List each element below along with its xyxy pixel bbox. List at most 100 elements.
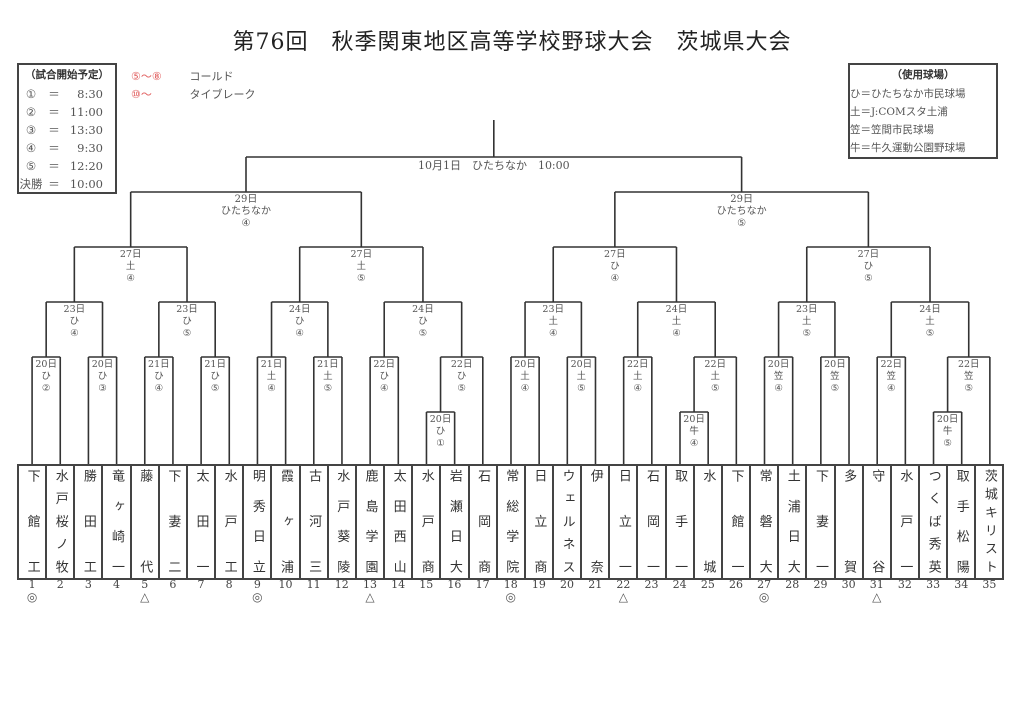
match-label-line: ④: [126, 273, 135, 284]
team-cell: 石岡商: [470, 466, 498, 578]
schedule-key: ②: [25, 105, 37, 119]
match-label-line: 20日: [429, 414, 452, 425]
team-cell: 日立商: [526, 466, 554, 578]
schedule-row: ⑤＝12:20: [19, 157, 115, 175]
match-label-line: ④: [548, 328, 558, 339]
team-number: 2: [46, 578, 74, 604]
match-label-line: 27日: [857, 249, 880, 260]
team-number: 30: [835, 578, 863, 604]
team-cell: 守谷: [864, 466, 892, 578]
match-label-line: ⑤: [357, 273, 366, 284]
team-name: 水戸桜ノ牧: [52, 469, 68, 573]
match-label-line: ⑤: [577, 383, 586, 394]
match-label-line: 22日: [450, 359, 473, 370]
rule-text: コールド: [189, 70, 234, 83]
team-no: 32: [897, 578, 912, 591]
equals: ＝: [48, 105, 60, 119]
schedule-time: 8:30: [77, 87, 103, 101]
team-name: 伊奈: [587, 469, 603, 573]
team-no: 15: [419, 578, 434, 591]
team-number: 13△: [356, 578, 384, 604]
team-name: 岩瀬日大: [446, 469, 462, 573]
seed-double-circle-icon: ◎: [758, 590, 770, 604]
team-name: 守谷: [869, 469, 885, 573]
match-label-line: ④: [295, 328, 304, 339]
team-number: 18◎: [497, 578, 525, 604]
rule-mark: ⑩～: [131, 88, 152, 101]
team-number: 24: [666, 578, 694, 604]
team-cell: 霞ヶ浦: [272, 466, 301, 578]
match-label-line: ④: [774, 383, 783, 394]
equals: ＝: [48, 87, 60, 101]
team-name: 鹿島学園: [362, 469, 378, 573]
team-number: 6: [159, 578, 187, 604]
team-name: 石岡商: [475, 469, 491, 573]
match-label-line: 20日: [936, 414, 959, 425]
match-label-line: ひ: [154, 371, 164, 382]
team-no: 26: [728, 578, 743, 591]
team-number: 32: [891, 578, 919, 604]
team-no: 18: [503, 578, 518, 591]
match-label-line: ④: [70, 328, 79, 339]
match-label-line: 20日: [35, 359, 57, 370]
team-cell: 取手一: [667, 466, 695, 578]
match-label-line: 土: [266, 371, 277, 382]
team-cell: 水戸商: [413, 466, 442, 578]
match-label-line: ひ: [456, 371, 467, 382]
schedule-row: ①＝8:30: [19, 85, 115, 103]
team-no: 20: [560, 578, 575, 591]
team-no: 33: [926, 578, 941, 591]
schedule-row: 決勝＝10:00: [19, 175, 115, 193]
team-name: 日立商: [531, 469, 547, 573]
match-label-line: 21日: [148, 359, 170, 370]
team-cell: 水戸一: [892, 466, 920, 578]
team-number: 25: [694, 578, 722, 604]
team-number: 4: [102, 578, 130, 604]
team-no: 10: [278, 578, 293, 591]
team-number: 27◎: [750, 578, 778, 604]
match-label-line: 土: [548, 316, 558, 327]
team-no: 13: [362, 578, 377, 591]
team-cell: 下妻二: [160, 466, 188, 578]
team-no: 4: [113, 578, 121, 591]
team-number: 28: [778, 578, 806, 604]
team-no: 24: [672, 578, 687, 591]
match-label-line: 22日: [880, 359, 903, 370]
team-name: 土浦日大: [784, 469, 800, 573]
match-label-line: ③: [98, 383, 107, 394]
match-label-line: 土: [671, 316, 682, 327]
match-label-line: ひ: [294, 316, 305, 327]
match-label-line: 27日: [350, 249, 373, 260]
match-label-line: ④: [672, 328, 681, 339]
match-label-line: ④: [154, 383, 164, 394]
team-name: 太田一: [193, 469, 209, 573]
team-name: 下妻一: [812, 469, 828, 573]
venue-item: 牛＝牛久運動公園野球場: [850, 142, 966, 154]
match-label-line: 土: [356, 261, 367, 272]
schedule-row: ②＝11:00: [19, 103, 115, 121]
seed-double-circle-icon: ◎: [26, 590, 38, 604]
team-cell: 太田西山: [385, 466, 414, 578]
team-cell: 伊奈: [582, 466, 611, 578]
team-no: 12: [334, 578, 349, 591]
team-no: 22: [616, 578, 631, 591]
match-label-line: 土: [925, 316, 935, 327]
match-label-line: ⑤: [864, 273, 873, 284]
venues-box: （使用球場） ひ＝ひたちなか市民球場 土＝J:COMスタ土浦 笠＝笠間市民球場 …: [848, 63, 998, 159]
match-label-line: 土: [520, 371, 530, 382]
match-label-line: ⑤: [925, 328, 935, 339]
